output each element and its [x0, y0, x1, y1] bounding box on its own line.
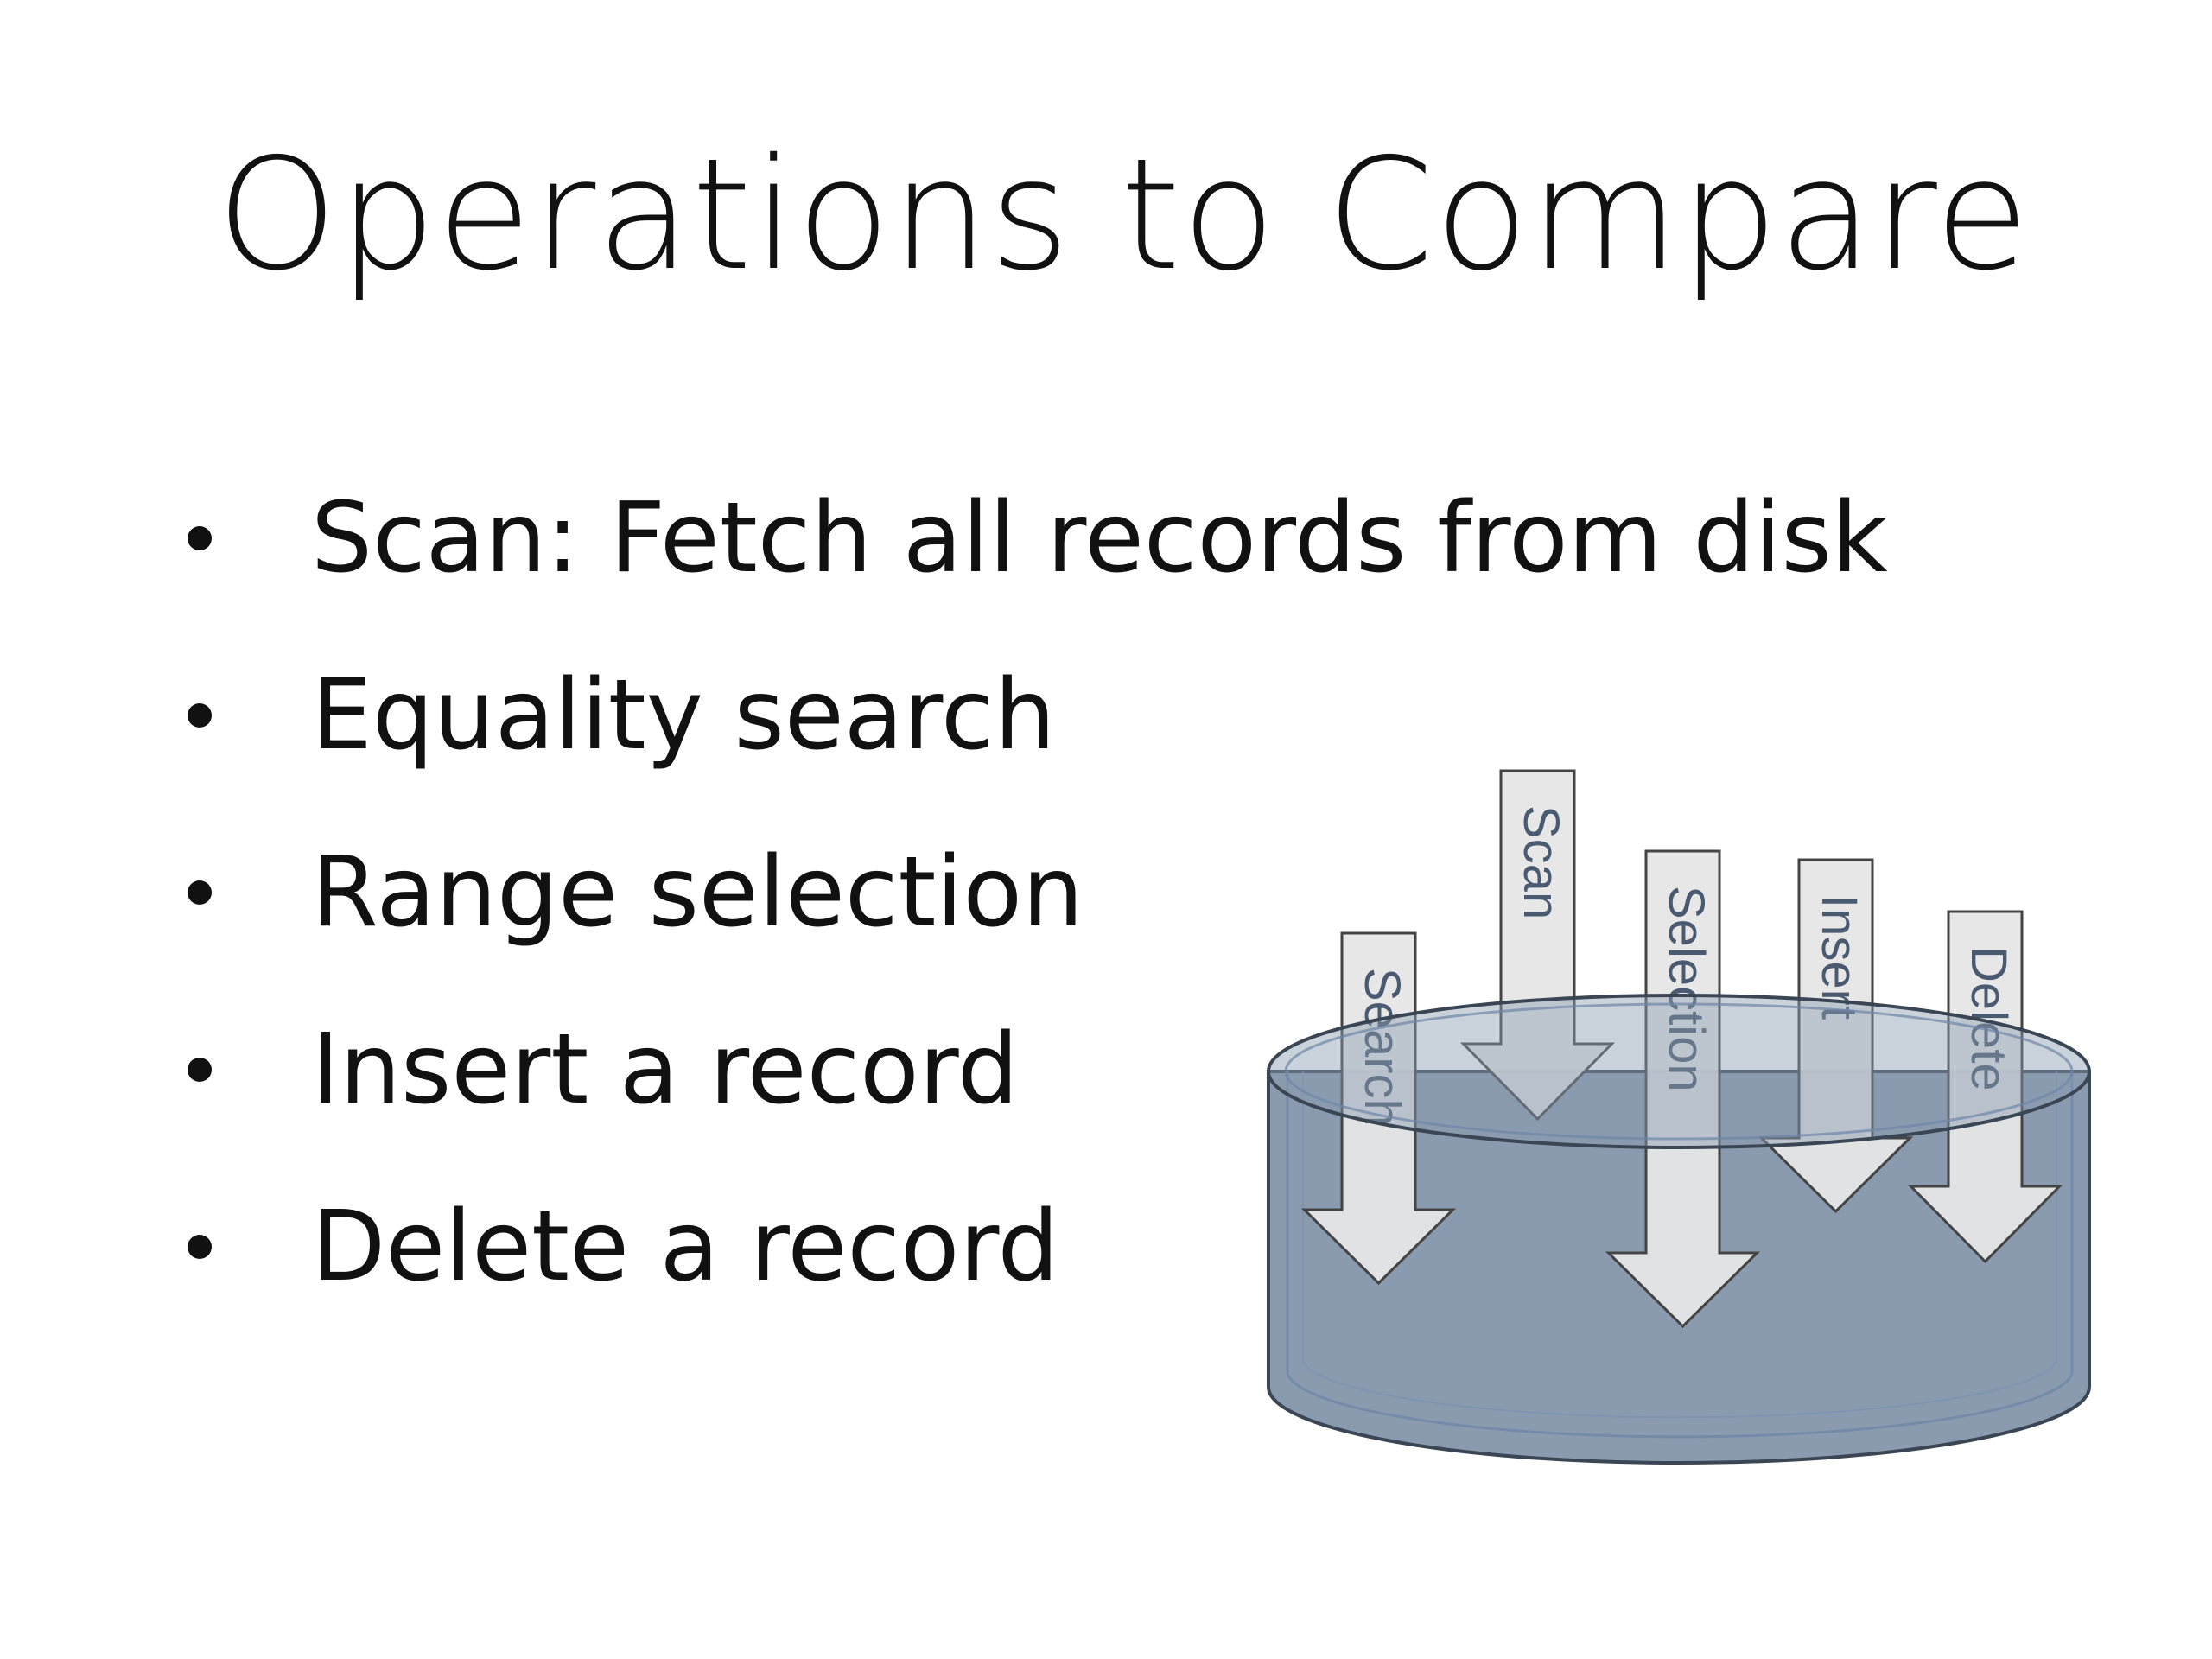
bullet-item-equality-search: Equality search	[177, 626, 1888, 804]
bullet-text: Insert a record	[311, 1013, 1019, 1126]
cylinder-top-ellipse	[1267, 994, 2091, 1149]
bullet-text: Scan: Fetch all records from disk	[311, 481, 1888, 594]
bullet-text: Range selection	[311, 836, 1084, 949]
arrow-shape-search	[1300, 931, 1457, 1286]
arrow-shape-delete	[1907, 910, 2063, 1264]
bullet-dot-icon	[188, 702, 212, 728]
bullet-text: Delete a record	[311, 1190, 1059, 1303]
arrow-scan: Scan	[1459, 769, 1616, 1122]
bullet-dot-icon	[188, 1234, 212, 1259]
arrow-shape-insert	[1758, 858, 1914, 1214]
arrow-selection: Selection	[1605, 849, 1761, 1329]
arrow-search: Search	[1300, 931, 1457, 1286]
bullet-text: Equality search	[311, 658, 1056, 772]
arrow-label-selection: Selection	[1658, 886, 1714, 1092]
bullet-dot-icon	[188, 880, 212, 905]
cylinder-inner-rim-2	[1302, 1071, 2057, 1419]
slide-title: Operations to Compare	[216, 125, 2031, 304]
bullet-item-delete: Delete a record	[177, 1158, 1888, 1335]
bullet-list: Scan: Fetch all records from disk Equali…	[177, 449, 1888, 1335]
arrow-label-scan: Scan	[1513, 805, 1569, 919]
arrow-shape-selection	[1605, 849, 1761, 1329]
arrow-label-search: Search	[1354, 968, 1410, 1127]
bullet-item-insert: Insert a record	[177, 981, 1888, 1158]
cylinder-top-inner-ring	[1284, 1002, 2074, 1141]
bullet-dot-icon	[188, 525, 212, 550]
bullet-item-range-selection: Range selection	[177, 804, 1888, 981]
bullet-item-scan: Scan: Fetch all records from disk	[177, 449, 1888, 626]
arrow-shape-scan	[1459, 769, 1616, 1122]
bullet-dot-icon	[188, 1057, 212, 1082]
cylinder-inner-rim	[1286, 1071, 2074, 1439]
disk-cylinder-top	[1267, 994, 2091, 1149]
